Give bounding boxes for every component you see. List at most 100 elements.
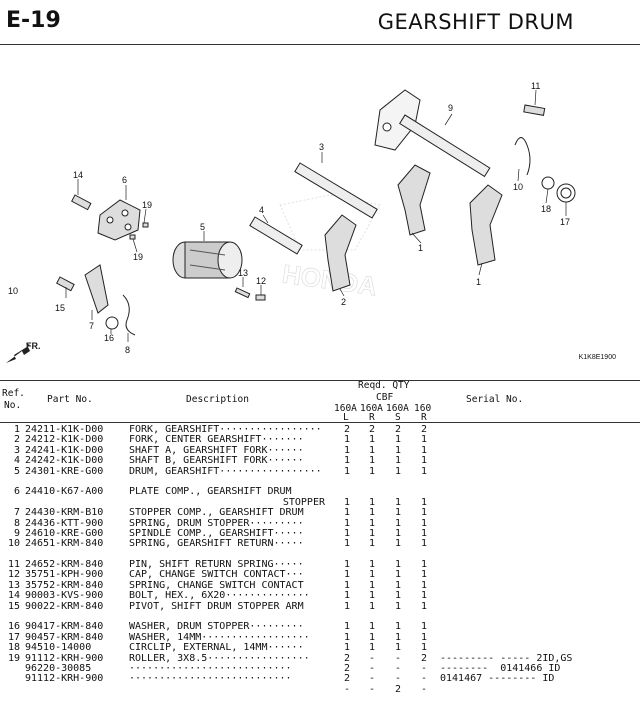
qty-col-2: - [368, 683, 376, 695]
qty-col-3: 1 [394, 527, 402, 539]
part-number: 94510-14000 [25, 642, 92, 654]
qty-col-2: 1 [368, 465, 376, 477]
qty-col-2: 1 [368, 455, 376, 467]
direction-label: FR. [26, 341, 41, 351]
header-bottom-rule [0, 422, 640, 423]
gearshift-drum-5 [172, 241, 243, 279]
table-row: 91112-KRH-900···························… [0, 673, 640, 685]
header-model: CBF [376, 392, 394, 403]
serial-no: 0141467 -------- ID [440, 673, 555, 685]
qty-col-3: 1 [394, 621, 402, 633]
qty-col-2: 1 [368, 527, 376, 539]
header-ref: Ref. [2, 388, 25, 399]
callout-18: 18 [541, 204, 551, 214]
ref-no: 10 [7, 538, 20, 550]
description: SPRING, DRUM STOPPER········· [129, 517, 304, 529]
qty-col-1: 1 [343, 527, 351, 539]
part-number: 90457-KRM-840 [25, 631, 104, 643]
qty-col-3: 1 [394, 631, 402, 643]
header-reqd-qty: Reqd. QTY [358, 380, 410, 391]
ref-no: 19 [7, 652, 20, 664]
qty-col-3: 1 [394, 465, 402, 477]
callout-1b: 1 [476, 277, 481, 287]
qty-col-3: 1 [394, 517, 402, 529]
qty-col-3: 1 [394, 590, 402, 602]
ref-no: 18 [7, 642, 20, 654]
callout-labels: 9 3 4 5 6 14 19 19 1 1 2 11 10 18 17 13 … [8, 81, 570, 355]
ref-no: 12 [7, 569, 20, 581]
qty-col-1: 2 [343, 424, 351, 435]
qty-col-3: 1 [394, 455, 402, 467]
ref-no: 16 [7, 621, 20, 633]
return-spring-10 [514, 137, 531, 176]
part-number: 24610-KRE-G00 [25, 527, 104, 539]
header-col-2-sub: R [369, 412, 375, 423]
qty-col-4: 1 [420, 621, 428, 633]
part-number: 24211-K1K-D00 [25, 424, 104, 435]
serial-no: --------- ----- 2ID,GS [440, 652, 573, 664]
part-number: 24652-KRM-840 [25, 559, 104, 571]
qty-col-1: 1 [343, 631, 351, 643]
callout-8: 8 [125, 345, 130, 355]
bolt-14 [71, 194, 92, 211]
qty-col-4: 1 [420, 600, 428, 612]
qty-col-2: 1 [368, 517, 376, 529]
qty-col-3: 1 [394, 642, 402, 654]
qty-col-1: 2 [343, 652, 351, 664]
qty-col-1: 1 [343, 517, 351, 529]
qty-col-1: 1 [343, 455, 351, 467]
qty-col-1: 1 [343, 444, 351, 456]
qty-col-3: - [394, 652, 402, 664]
qty-col-4: 1 [420, 559, 428, 571]
callout-14: 14 [73, 170, 83, 180]
part-number: 24410-K67-A00 [25, 486, 104, 498]
description: CIRCLIP, EXTERNAL, 14MM······ [129, 642, 304, 654]
qty-col-3: - [394, 662, 402, 674]
spring-13 [234, 287, 251, 299]
part-number: 91112-KRH-900 [25, 652, 104, 664]
callout-13: 13 [238, 268, 248, 278]
shaft-a-3 [294, 162, 378, 219]
qty-col-4: - [420, 673, 428, 685]
qty-col-3: 1 [394, 569, 402, 581]
qty-col-4: - [420, 683, 428, 695]
description: FORK, CENTER GEARSHIFT······· [129, 434, 304, 446]
ref-no: 4 [13, 455, 20, 467]
callout-11: 11 [531, 81, 540, 91]
callout-12: 12 [256, 276, 266, 286]
qty-col-2: - [368, 673, 376, 685]
part-number: 35751-KPH-900 [25, 569, 104, 581]
description: ··························· [129, 673, 292, 685]
qty-col-1: 1 [343, 600, 351, 612]
callout-15: 15 [55, 303, 65, 313]
qty-col-1: 1 [343, 579, 351, 591]
qty-col-4: 1 [420, 465, 428, 477]
qty-col-4: 1 [420, 496, 428, 508]
ref-no: 9 [13, 527, 20, 539]
description: PIVOT, SHIFT DRUM STOPPER ARM [129, 600, 304, 612]
qty-col-1: 1 [343, 538, 351, 550]
washer-16 [105, 316, 119, 330]
header-col-4: 160 [414, 403, 432, 414]
qty-col-4: 2 [420, 652, 428, 664]
qty-col-3: 1 [394, 496, 402, 508]
roller-19a [142, 222, 149, 228]
exploded-parts-diagram: HONDA [6, 81, 576, 363]
ref-no: 2 [13, 434, 20, 446]
header-col-2: 160A [360, 403, 383, 414]
qty-col-2: 1 [368, 444, 376, 456]
qty-col-3: 2 [394, 683, 402, 695]
qty-col-4: 1 [420, 444, 428, 456]
qty-col-4: 1 [420, 590, 428, 602]
